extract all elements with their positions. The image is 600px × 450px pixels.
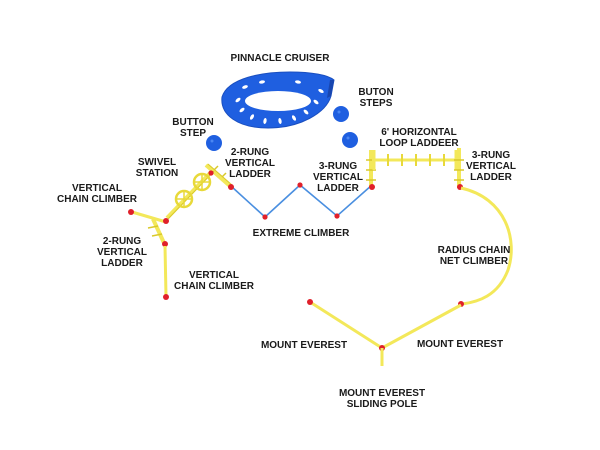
label-vertical-chain-climber-bottom: VERTICAL CHAIN CLIMBER: [174, 270, 254, 292]
horizontal-loop-ladder: [372, 150, 458, 170]
pinnacle-cruiser: [221, 71, 335, 129]
label-two-rung-ladder-left: 2-RUNG VERTICAL LADDER: [97, 236, 147, 269]
label-buton-steps: BUTON STEPS: [358, 87, 394, 109]
label-mount-everest-sliding-pole: MOUNT EVEREST SLIDING POLE: [338, 388, 426, 410]
vertical-chain-climber-bottom: [163, 245, 169, 300]
label-swivel-station: SWIVEL STATION: [135, 157, 179, 179]
label-three-rung-ladder-mid: 3-RUNG VERTICAL LADDER: [313, 161, 363, 194]
vertical-chain-climber-left: [128, 209, 167, 224]
two-rung-ladder-top: [204, 163, 234, 190]
label-two-rung-ladder-top: 2-RUNG VERTICAL LADDER: [225, 147, 275, 180]
label-vertical-chain-climber-left: VERTICAL CHAIN CLIMBER: [57, 183, 137, 205]
label-radius-chain-net-climber: RADIUS CHAIN NET CLIMBER: [437, 245, 511, 267]
label-horizontal-loop-ladder: 6' HORIZONTAL LOOP LADDEER: [379, 127, 459, 149]
three-rung-ladder-right: [454, 148, 464, 190]
button-step-disc-left: [206, 135, 222, 151]
buton-steps-disc-upper: [333, 106, 349, 122]
label-three-rung-ladder-right: 3-RUNG VERTICAL LADDER: [466, 150, 516, 183]
label-mount-everest-left: MOUNT EVEREST: [260, 340, 348, 351]
buton-steps-disc-lower: [342, 132, 358, 148]
swivel-station: [165, 168, 215, 220]
label-pinnacle-cruiser: PINNACLE CRUISER: [230, 53, 330, 64]
two-rung-ladder-left: [147, 218, 169, 247]
label-button-step: BUTTON STEP: [172, 117, 214, 139]
label-mount-everest-right: MOUNT EVEREST: [416, 339, 504, 350]
label-extreme-climber: EXTREME CLIMBER: [252, 228, 350, 239]
extreme-climber: [231, 182, 373, 220]
